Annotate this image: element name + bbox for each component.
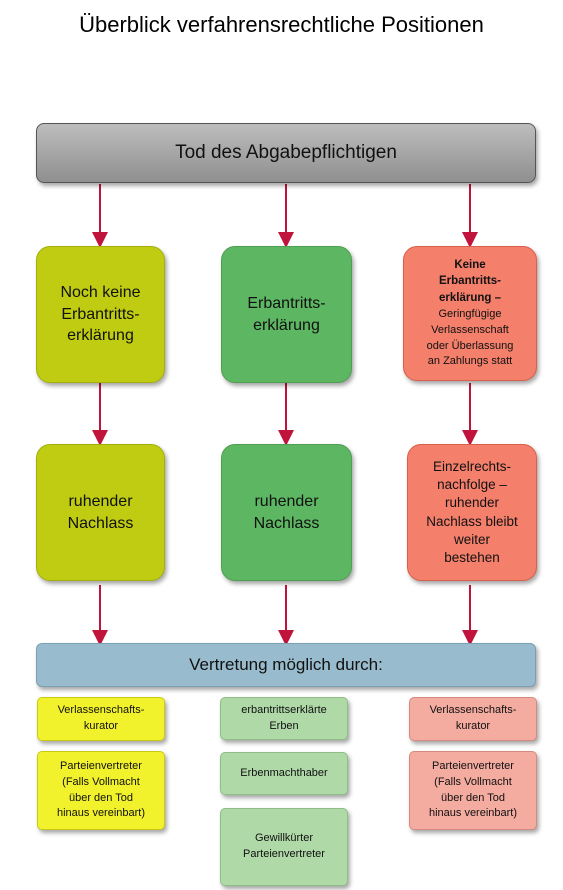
page-title: Überblick verfahrensrechtliche Positione…	[79, 12, 484, 37]
col3-option-2: Parteienvertreter (Falls Vollmacht über …	[409, 751, 537, 830]
col1-option-2: Parteienvertreter (Falls Vollmacht über …	[37, 751, 165, 830]
representation-box: Vertretung möglich durch:	[36, 643, 536, 687]
col3-stage2: Einzelrechts- nachfolge – ruhender Nachl…	[407, 444, 537, 581]
col2-option-2: Erbenmachthaber	[220, 752, 348, 795]
col2-option-1: erbantrittserklärte Erben	[220, 697, 348, 740]
top-box-death: Tod des Abgabepflichtigen	[36, 123, 536, 183]
col3-option-1: Verlassenschafts- kurator	[409, 697, 537, 741]
col1-option-1: Verlassenschafts- kurator	[37, 697, 165, 741]
col1-stage2: ruhender Nachlass	[36, 444, 165, 581]
col2-stage1: Erbantritts- erklärung	[221, 246, 352, 383]
col1-stage1: Noch keine Erbantritts- erklärung	[36, 246, 165, 383]
col2-option-3: Gewillkürter Parteienvertreter	[220, 808, 348, 886]
col3-stage1: Keine Erbantritts- erklärung – Geringfüg…	[403, 246, 537, 381]
col2-stage2: ruhender Nachlass	[221, 444, 352, 581]
col3-stage1-rest: Geringfügige Verlassenschaft oder Überla…	[426, 307, 514, 368]
col3-stage1-bold: Keine Erbantritts- erklärung –	[439, 258, 501, 304]
